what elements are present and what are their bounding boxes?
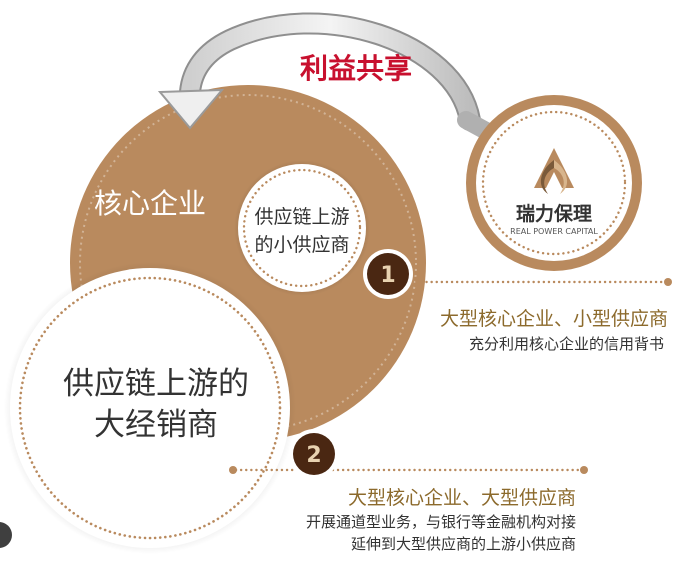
logo-name-en: REAL POWER CAPITAL [510,227,598,236]
distributor-circle [4,262,296,554]
point-1-heading: 大型核心企业、小型供应商 [440,308,668,330]
point-2-line-2: 延伸到大型供应商的上游小供应商 [351,535,576,553]
logo-mark-icon [534,148,574,194]
distributor-label-line2: 大经销商 [94,407,218,443]
point-1-line-1: 充分利用核心企业的信用背书 [469,335,664,353]
point-2: 2 大型核心企业、大型供应商 开展通道型业务，与银行等金融机构对接 延伸到大型供… [229,429,588,553]
edge-circle-icon [0,522,12,548]
core-enterprise-label: 核心企业 [94,187,206,220]
small-supplier-label-line2: 的小供应商 [254,234,349,256]
logo-circle: 瑞力保理 REAL POWER CAPITAL [466,95,642,271]
point-2-line-1: 开展通道型业务，与银行等金融机构对接 [306,513,576,531]
logo-name-cn: 瑞力保理 [516,202,592,225]
point-1-badge [367,253,409,295]
point-1: 1 大型核心企业、小型供应商 充分利用核心企业的信用背书 [342,249,672,353]
point-2-number: 2 [306,443,321,468]
point-1-number: 1 [380,263,395,288]
distributor-label-line1: 供应链上游的 [63,366,249,402]
point-2-badge [293,433,335,475]
point-1-line-start-dot [342,278,350,286]
point-2-line-start-dot [229,466,237,474]
point-1-line-end-dot [664,278,672,286]
point-2-line-end-dot [580,466,588,474]
point-2-heading: 大型核心企业、大型供应商 [348,487,576,509]
title: 利益共享 [300,52,412,85]
sharing-arrow [157,12,497,141]
small-supplier-label-line1: 供应链上游 [254,206,349,228]
small-supplier-circle [234,160,370,296]
